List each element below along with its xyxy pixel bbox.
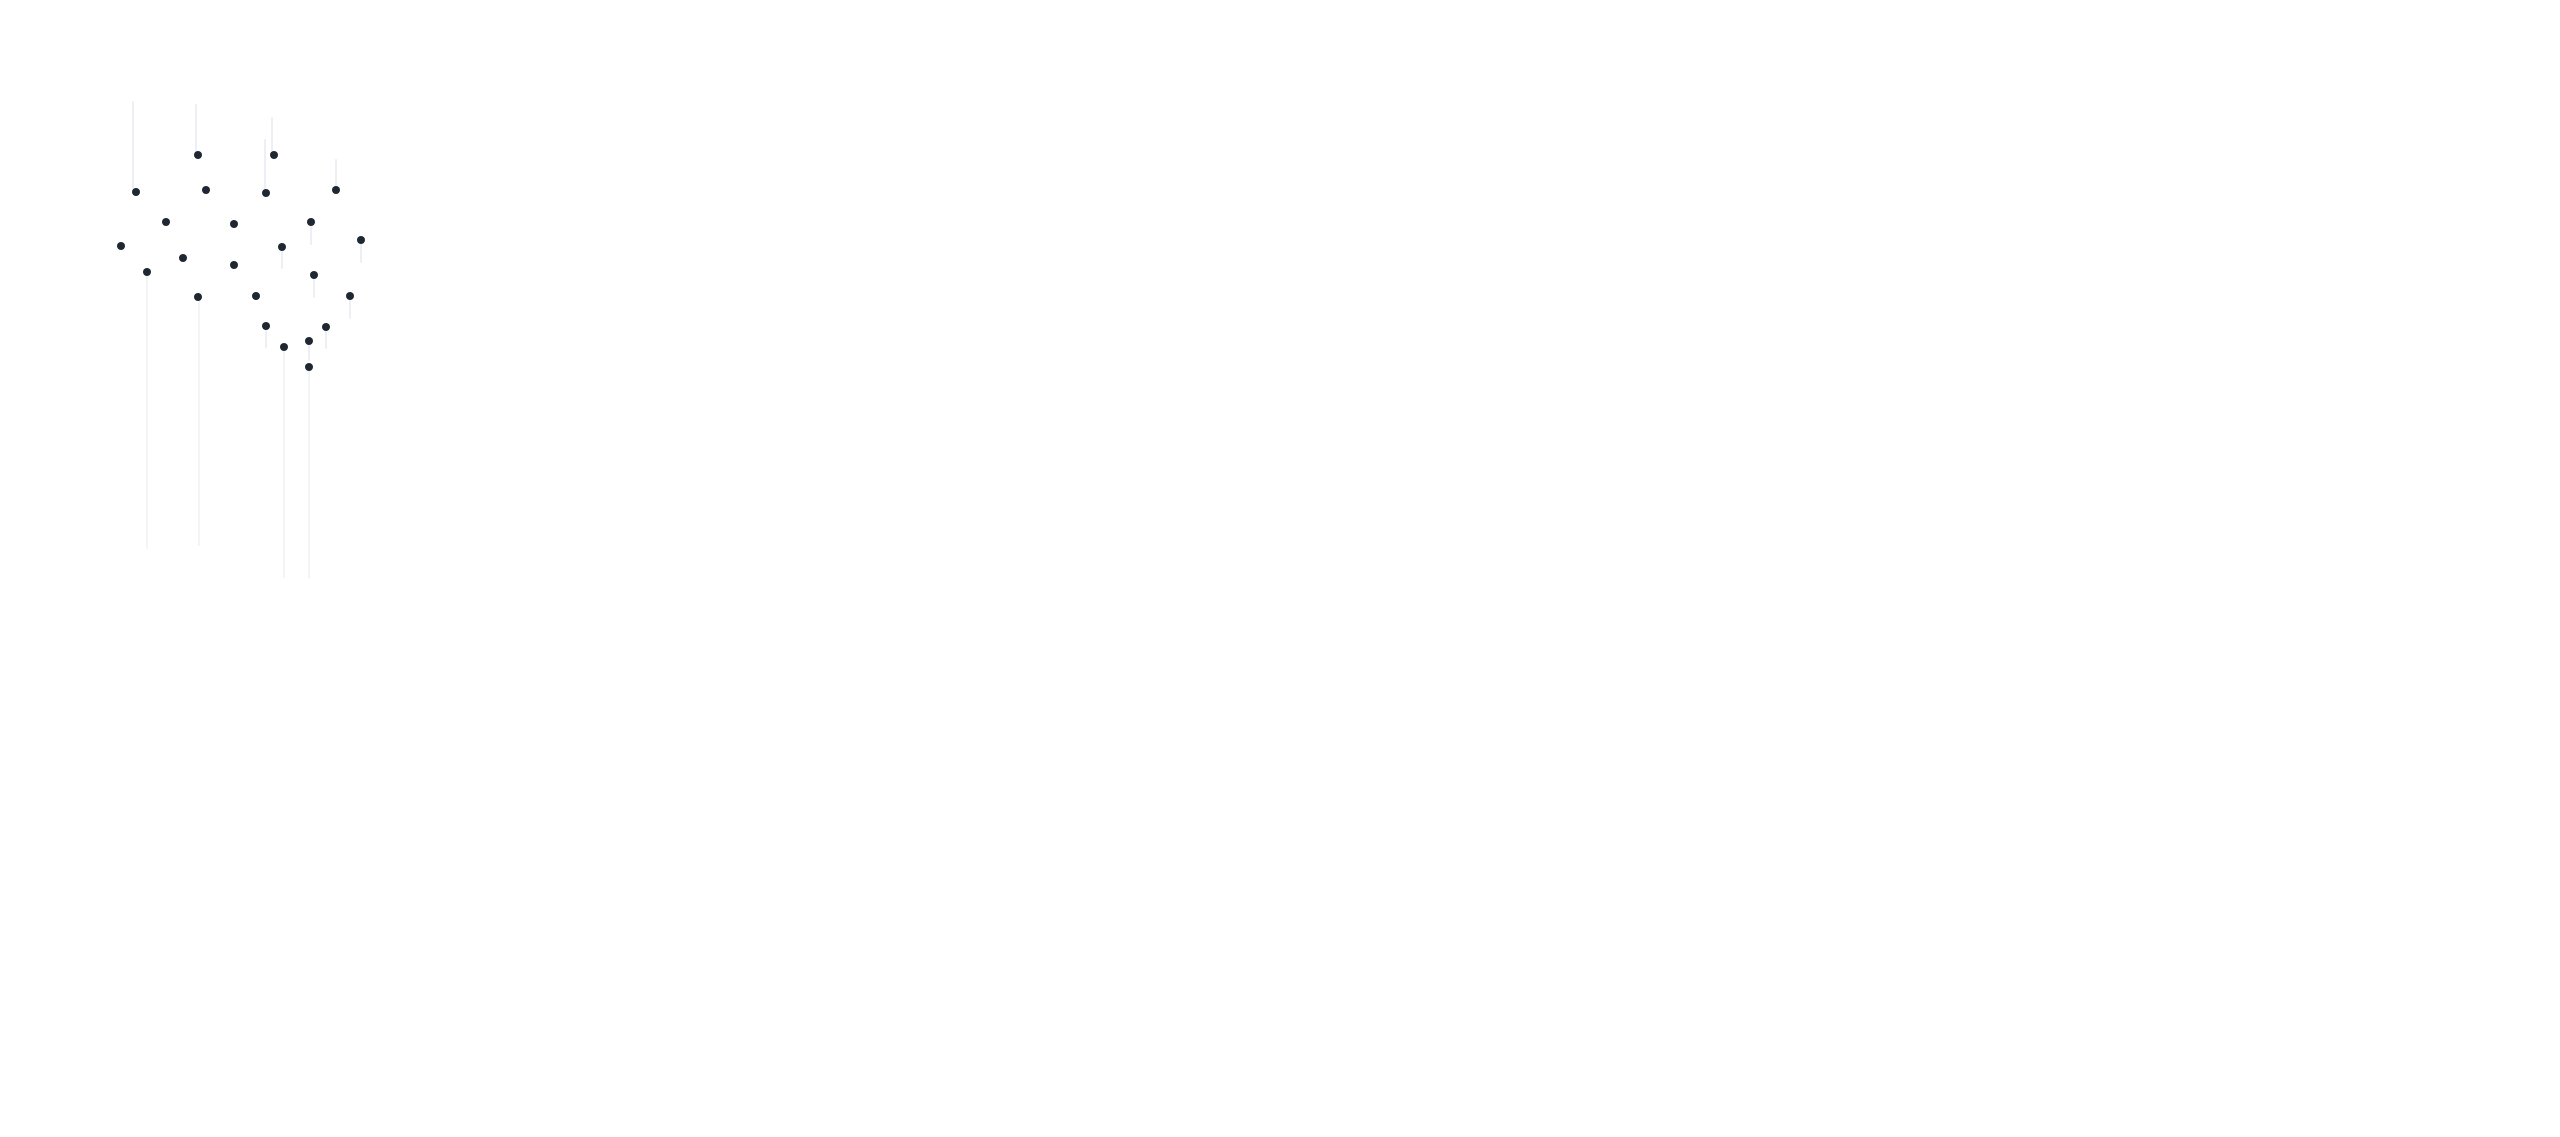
map-dot: [252, 292, 260, 300]
map-dot: [280, 343, 288, 351]
map-dot: [194, 293, 202, 301]
map-dot: [262, 189, 270, 197]
map-dot: [202, 186, 210, 194]
map-dot: [162, 218, 170, 226]
map-dot: [305, 337, 313, 345]
map-dot: [332, 186, 340, 194]
map-dot: [357, 236, 365, 244]
map-dot: [132, 188, 140, 196]
map-dot: [179, 254, 187, 262]
map-dot: [322, 323, 330, 331]
map-dot: [346, 292, 354, 300]
map-dot: [262, 322, 270, 330]
map-dot: [310, 271, 318, 279]
map-dot: [307, 218, 315, 226]
map-dot: [117, 242, 125, 250]
map-dot: [230, 220, 238, 228]
map-dot: [278, 243, 286, 251]
map-dot: [230, 261, 238, 269]
map-dot: [305, 363, 313, 371]
map-dot: [143, 268, 151, 276]
map-dot: [194, 151, 202, 159]
map-dot: [270, 151, 278, 159]
